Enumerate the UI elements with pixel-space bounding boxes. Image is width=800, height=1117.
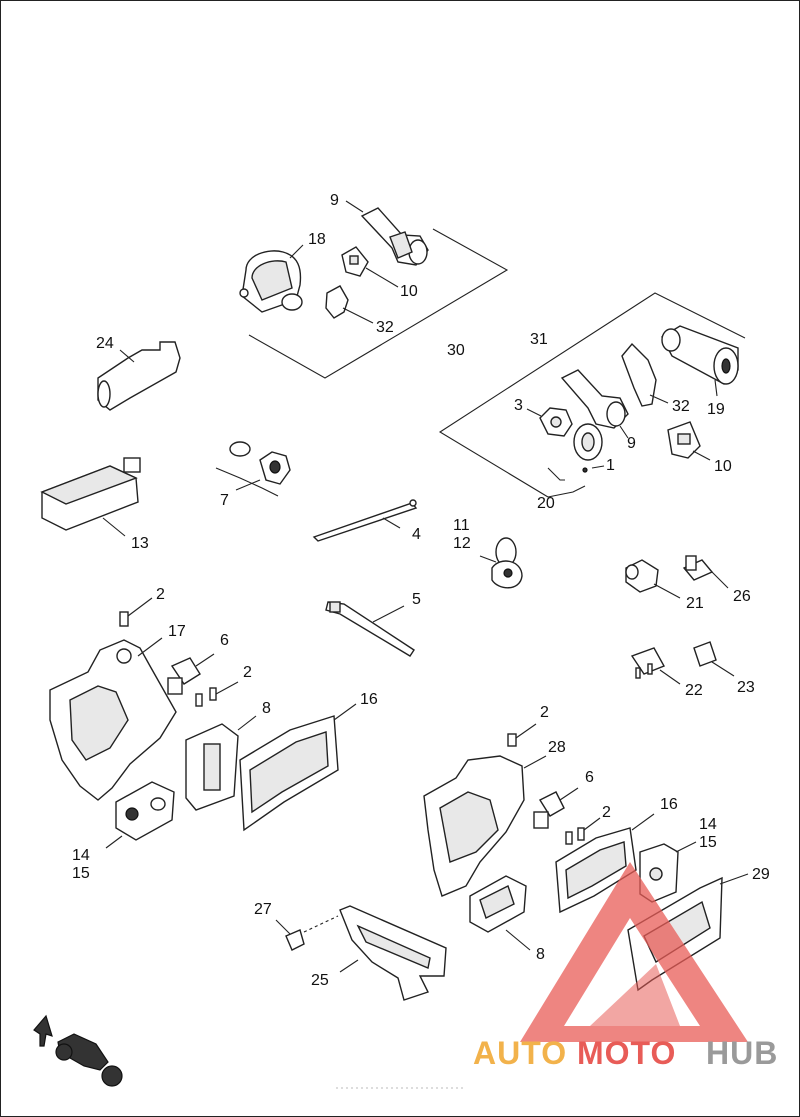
callout-32: 32 <box>376 319 394 336</box>
callout-2-mid-right: 2 <box>540 704 549 721</box>
watermark-text-hub: HUB <box>706 1035 779 1071</box>
callout-23: 23 <box>737 679 755 696</box>
key-tag-part <box>479 537 523 589</box>
callout-31: 31 <box>530 331 548 348</box>
nut-part <box>526 407 573 437</box>
callout-32-right: 32 <box>672 398 690 415</box>
callout-8-left: 8 <box>262 700 271 717</box>
cable-tie-part <box>325 601 415 657</box>
fuse-part-small <box>693 641 735 677</box>
callout-3: 3 <box>514 397 523 414</box>
lock-cylinder-part <box>345 200 429 266</box>
callout-11: 11 <box>453 517 470 534</box>
mounting-plate-part <box>339 905 447 1001</box>
cover-part-left <box>105 781 175 849</box>
relay-part-left <box>185 715 257 811</box>
callout-16-right: 16 <box>660 796 678 813</box>
tray-part-left <box>239 703 357 832</box>
switch-part-right <box>533 787 579 829</box>
callout-12: 12 <box>453 535 471 552</box>
pressure-switch-part <box>625 559 681 599</box>
callout-6-left: 6 <box>220 632 229 649</box>
key-part <box>325 285 374 324</box>
callout-1: 1 <box>606 457 615 474</box>
callout-26: 26 <box>733 588 751 605</box>
callout-2-bottom-right: 2 <box>602 804 611 821</box>
callout-6-right: 6 <box>585 769 594 786</box>
callout-8-right: 8 <box>536 946 545 963</box>
left-bracket-part <box>49 597 177 801</box>
callout-10-right: 10 <box>714 458 732 475</box>
callout-25: 25 <box>311 972 329 989</box>
screws-part-left <box>195 681 239 707</box>
callout-30: 30 <box>447 342 465 359</box>
callout-14-left: 14 <box>72 847 90 864</box>
kit-30-bracket <box>248 228 509 379</box>
relay-part-right <box>469 875 531 951</box>
switch-part-left <box>167 653 215 695</box>
screw-part-bottom <box>275 915 339 951</box>
lock-cylinder-part-right <box>560 369 629 439</box>
callout-15-left: 15 <box>72 865 90 882</box>
callout-20: 20 <box>537 495 555 512</box>
clip-part <box>682 555 729 589</box>
callout-18: 18 <box>308 231 326 248</box>
callout-7: 7 <box>220 492 229 509</box>
callout-10: 10 <box>400 283 418 300</box>
plug-part <box>215 441 291 497</box>
module-box-part <box>40 457 141 537</box>
watermark-text-moto: MOTO <box>577 1035 677 1071</box>
kit-31-bracket <box>438 292 746 498</box>
callout-15-right: 15 <box>699 834 717 851</box>
tray-part-right <box>555 813 655 914</box>
fuse-part <box>630 647 681 685</box>
watermark-triangle-logo <box>520 862 748 1042</box>
callout-17: 17 <box>168 623 186 640</box>
callout-2-mid-left: 2 <box>243 664 252 681</box>
bezel-part <box>547 423 605 498</box>
ignition-lock-part <box>661 325 739 397</box>
callout-9: 9 <box>330 192 339 209</box>
callout-14-right: 14 <box>699 816 717 833</box>
callout-13: 13 <box>131 535 149 552</box>
callout-24: 24 <box>96 335 114 352</box>
ignition-switch-part <box>239 244 304 313</box>
callout-5: 5 <box>412 591 421 608</box>
cable-strap-part <box>312 499 418 542</box>
motorcycle-forward-arrow-icon <box>33 1014 123 1087</box>
callout-19: 19 <box>707 401 725 418</box>
watermark-text-auto: AUTO <box>473 1035 568 1071</box>
tag-part <box>667 421 711 461</box>
right-bracket-part <box>423 723 547 897</box>
callout-29: 29 <box>752 866 770 883</box>
key-fob-part <box>341 246 399 288</box>
callout-22: 22 <box>685 682 703 699</box>
callout-2-top-left: 2 <box>156 586 165 603</box>
screws-part-right <box>565 817 601 845</box>
callout-28: 28 <box>548 739 566 756</box>
callout-21: 21 <box>686 595 704 612</box>
callout-4: 4 <box>412 526 421 543</box>
connector-housing-part <box>97 341 181 411</box>
callout-16-left: 16 <box>360 691 378 708</box>
key-part-right <box>621 342 669 407</box>
callout-9-right: 9 <box>627 435 636 452</box>
callout-27: 27 <box>254 901 272 918</box>
